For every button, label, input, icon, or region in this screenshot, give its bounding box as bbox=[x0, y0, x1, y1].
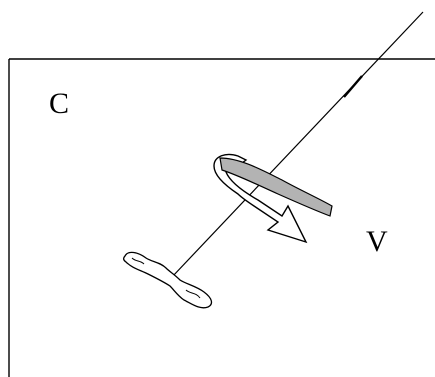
axis-highlight-segment bbox=[343, 75, 363, 98]
propeller-blade bbox=[122, 251, 213, 309]
axis-line bbox=[171, 11, 424, 278]
region-label: C bbox=[49, 87, 69, 120]
vector-label: V bbox=[366, 225, 388, 258]
region-frame bbox=[8, 58, 435, 377]
propeller-blade-wave bbox=[131, 257, 201, 299]
shaded-band bbox=[219, 157, 333, 217]
